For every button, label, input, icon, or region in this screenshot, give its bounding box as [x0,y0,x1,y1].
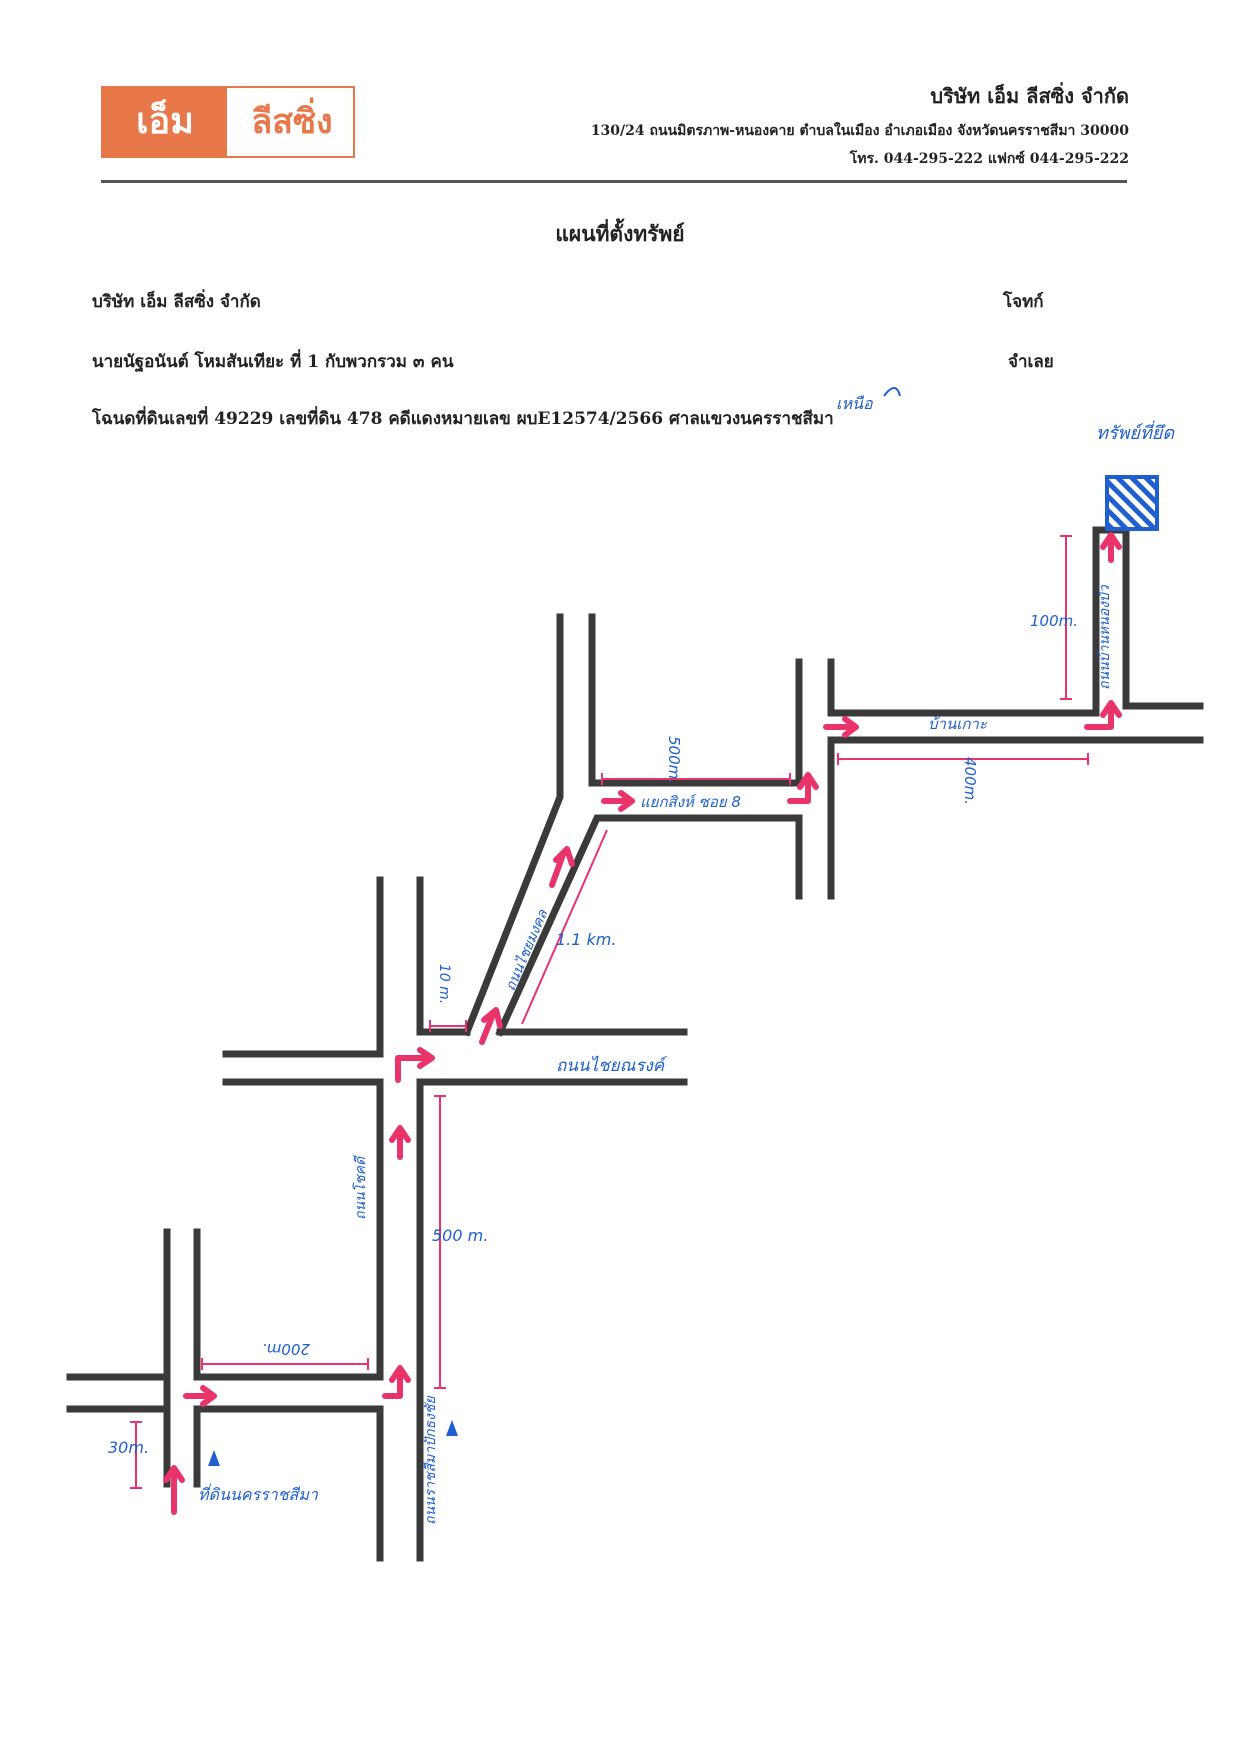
road-edge [222,876,384,1058]
road-edge [827,736,1204,900]
property-marker [1105,475,1159,531]
route-arrows [163,532,1122,1515]
road-edge [827,526,1204,717]
logo-text-part1: เอ็ม [103,88,227,156]
road-network [66,526,1204,1562]
company-name: บริษัท เอ็ม ลีสซิ่ง จำกัด [930,84,1129,108]
distance-line [429,1020,467,1032]
road-edge [193,1405,384,1488]
route-arrow [601,790,635,812]
road-edge [416,876,471,1036]
company-logo: เอ็ม ลีสซิ่ง [101,86,355,158]
landmark-marker-icon [446,1420,458,1436]
deed-info: โฉนดที่ดินเลขที่ 49229 เลขที่ดิน 478 คดี… [92,409,834,429]
road-edge [462,613,564,1037]
distance-30m: 30m. [108,1438,150,1457]
plaintiff-role: โจทก์ [1003,292,1044,312]
route-arrow [549,846,575,888]
distance-500m: 500 m. [432,1226,489,1245]
property-label: ทรัพย์ที่ยึด [1096,423,1175,444]
distance-200m: 200m. [262,1340,311,1358]
road-edge [416,1078,688,1562]
route-arrow [395,1047,435,1083]
distance-line [521,829,608,1025]
defendant-role: จำเลย [1008,352,1054,372]
road-edge [193,1228,384,1381]
route-arrow [1100,532,1122,563]
distance-1-1km: 1.1 km. [556,930,617,949]
distance-line [601,773,791,785]
road-label-last: ถนนบ้านหนองบัว [1097,585,1113,690]
road-label-chokdee: ถนนโชคดี [353,1156,369,1220]
road-label-top: บ้านเกาะ [928,715,987,733]
route-arrow [382,1365,411,1399]
north-arrow-icon [883,387,901,397]
distance-line [130,1421,142,1489]
route-arrow [1084,700,1122,730]
distance-100m: 100m. [1030,612,1079,630]
start-marker-icon [208,1450,220,1466]
company-address: 130/24 ถนนมิตรภาพ-หนองคาย ตำบลในเมือง อำ… [590,123,1129,139]
start-location-label: ที่ดินนครราชสีมา [198,1485,318,1504]
road-edge [66,1373,171,1488]
road-edge [222,1078,384,1236]
distance-400m: 400m. [961,756,980,806]
route-arrow [389,1125,411,1160]
defendant-name: นายนัฐอนันต์ โหมสันเทียะ ที่ 1 กับพวกรวม… [92,352,454,372]
distance-line [837,753,1089,765]
company-phone: โทร. 044-295-222 แฟกซ์ 044-295-222 [849,151,1129,167]
page-title: แผนที่ตั้งทรัพย์ [555,221,685,246]
plaintiff-name: บริษัท เอ็ม ลีสซิ่ง จำกัด [92,292,261,312]
header-divider [101,180,1127,183]
route-arrow [479,1007,503,1045]
distance-line [201,1358,369,1370]
distance-line [1060,535,1072,700]
distance-line [434,1095,446,1389]
logo-text-part2: ลีสซิ่ง [251,102,333,142]
road-edge [588,613,803,787]
route-arrow [163,1465,185,1515]
route-arrow [183,1385,217,1407]
route-arrow [823,716,859,738]
route-arrow [787,772,819,804]
road-label-soi: แยกสิงห์ ซอย 8 [640,793,741,811]
distance-lines [130,535,1089,1489]
road-edge [495,814,803,1037]
road-label-chainarong: ถนนไชยณรงค์ [556,1056,665,1076]
distance-500m-soi: 500m. [665,735,684,785]
distance-10m: 10 m. [436,963,453,1005]
road-label-landmark: ถนนราชสีมาปักธงชัย [423,1396,439,1525]
north-label: เหนือ [836,394,873,413]
